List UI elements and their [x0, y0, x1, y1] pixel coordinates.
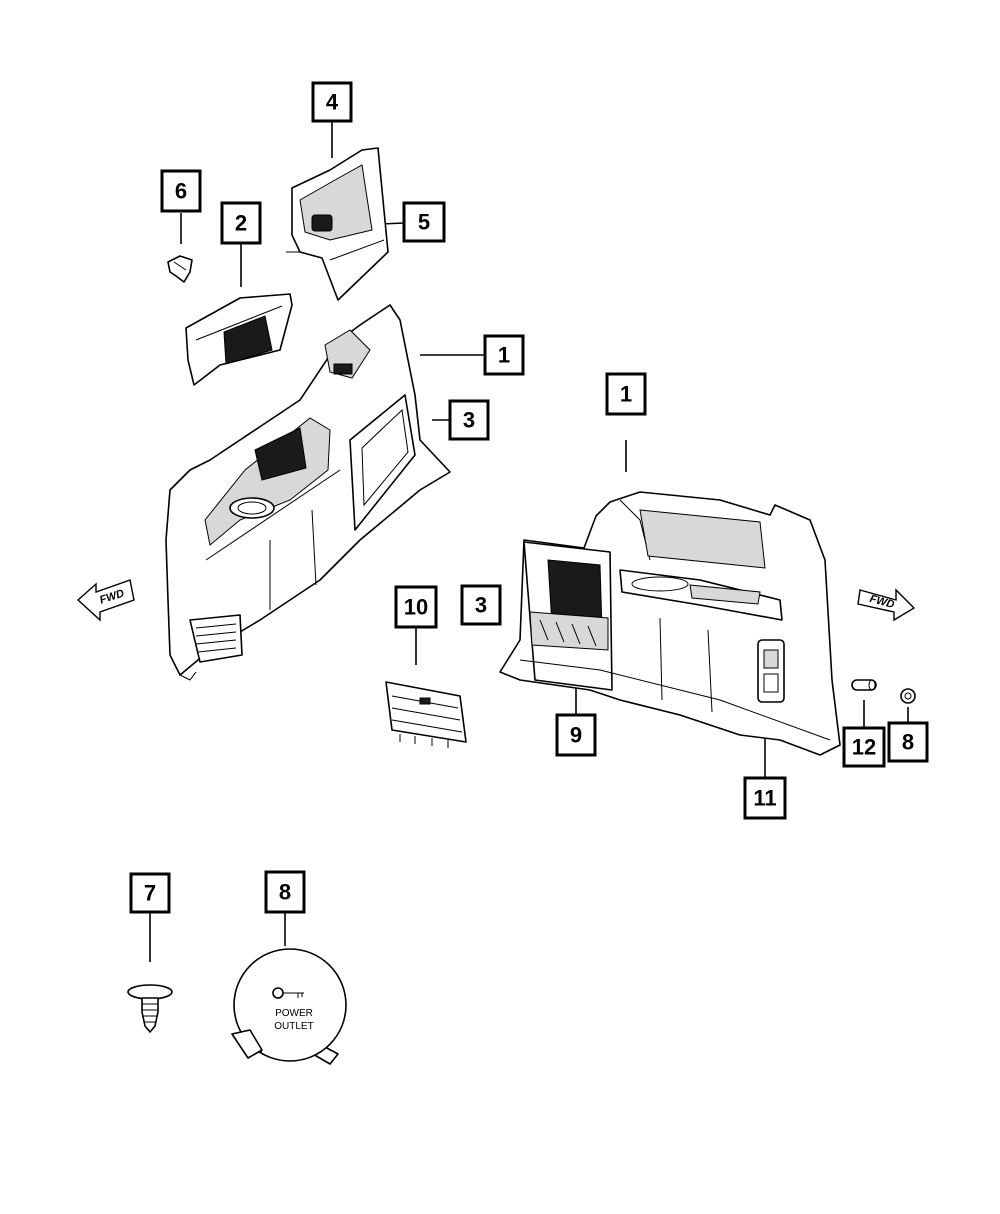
callout-3-upper-label: 3	[463, 408, 475, 433]
callout-3-lower-label: 3	[475, 593, 487, 618]
callout-8-small: 8	[887, 721, 929, 763]
outlet-line2: OUTLET	[274, 1021, 313, 1032]
callout-7: 7	[129, 872, 171, 914]
callout-11-label: 11	[753, 786, 776, 811]
callout-8-small-label: 8	[902, 730, 914, 755]
callout-6-label: 6	[175, 179, 187, 204]
small-cylinder-part	[851, 679, 877, 691]
right-fwd-arrow-icon: FWD	[857, 588, 916, 622]
callout-1-left: 1	[483, 334, 525, 376]
callout-3-upper: 3	[448, 399, 490, 441]
left-quarter-trim-panel	[165, 304, 451, 681]
callout-9: 9	[555, 713, 597, 757]
callout-10-label: 10	[404, 595, 428, 620]
callout-1-right-label: 1	[620, 382, 632, 407]
callout-4: 4	[311, 81, 353, 123]
callout-10: 10	[394, 585, 438, 629]
callout-12: 12	[842, 726, 886, 768]
callout-3-lower: 3	[460, 584, 502, 626]
right-quarter-trim-panel	[499, 491, 841, 756]
key-icon	[272, 987, 304, 999]
leader-lines	[149, 122, 909, 962]
power-outlet-cap: POWER OUTLET	[231, 948, 347, 1065]
vent-grille	[385, 681, 467, 748]
callout-8-large: 8	[264, 870, 306, 914]
callout-11: 11	[743, 776, 787, 820]
callout-1-right: 1	[605, 372, 647, 416]
push-pin-fastener	[127, 984, 173, 1033]
callout-5-label: 5	[418, 210, 430, 235]
callout-1-left-label: 1	[498, 343, 510, 368]
outlet-line1: POWER	[275, 1008, 313, 1019]
upper-pillar-trim	[286, 147, 389, 301]
callout-9-label: 9	[570, 723, 582, 748]
callout-2-label: 2	[235, 211, 247, 236]
callout-5: 5	[402, 201, 446, 243]
callout-8-large-label: 8	[279, 880, 291, 905]
callout-4-label: 4	[326, 90, 339, 115]
callout-2: 2	[220, 201, 262, 245]
left-fwd-arrow-icon: FWD	[76, 579, 135, 622]
clip-part	[167, 255, 193, 283]
callout-12-label: 12	[852, 735, 876, 760]
left-storage-cover	[185, 293, 293, 386]
callout-6: 6	[160, 169, 202, 213]
small-cap-part	[900, 688, 916, 704]
callout-7-label: 7	[144, 881, 156, 906]
